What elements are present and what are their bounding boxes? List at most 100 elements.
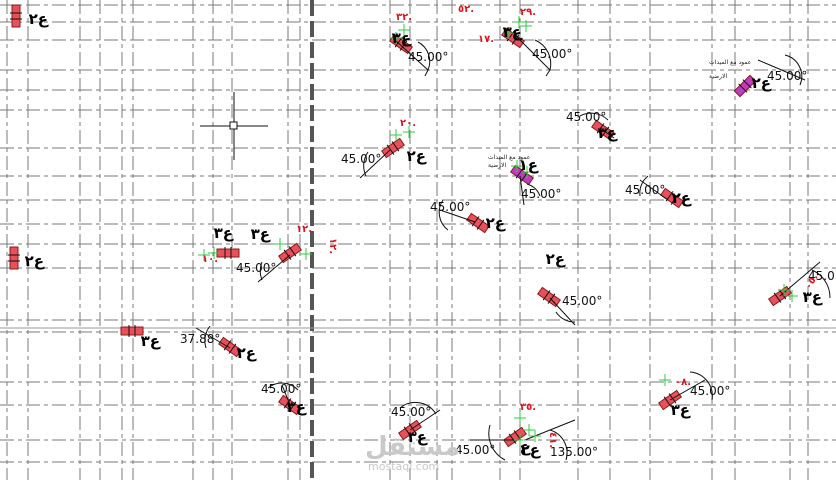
red-annotation: ٣٢. [396,12,412,23]
column-body [11,4,21,28]
watermark-brand: مستقل [365,432,460,462]
element-tag: ع٢ [752,74,772,92]
column-tick [283,249,292,260]
element-tag: ع٣ [251,225,271,243]
dimension-label: 45.00° [391,405,431,419]
red-annotation: ٣٥. [520,402,536,413]
column-element[interactable] [277,242,303,264]
element-tag: ع٢ [407,147,427,165]
snap-marker [390,32,402,44]
snap-marker [513,16,525,28]
red-annotation: ١٧. [478,34,494,45]
note-text: الارضية [488,162,506,169]
column-tick [386,144,395,155]
element-tag: ع٢ [25,252,45,270]
red-annotation: ١٢. [296,224,312,235]
red-annotation: ٠٨. [675,377,691,388]
column-tick [670,194,679,205]
column-body [465,212,491,234]
column-tick [547,293,556,304]
column-element[interactable] [120,325,144,337]
snap-marker [398,24,410,36]
snap-marker [786,290,798,302]
element-tag: ع٢ [237,344,257,362]
column-tick [403,426,412,437]
column-element[interactable] [388,33,414,55]
column-element[interactable] [465,212,491,234]
column-tick [399,40,408,51]
dimension-label: 45.00° [767,69,807,83]
column-tick [663,396,672,407]
column-tick [476,219,485,230]
column-element[interactable] [217,336,243,358]
red-annotation: ٢٩. [520,7,536,18]
column-body [9,246,19,270]
column-body [536,286,562,308]
snap-marker [659,374,671,386]
dimension-label: 45.00° [455,443,495,457]
column-element[interactable] [216,247,240,259]
snap-markers [198,16,798,446]
column-body [216,248,240,258]
snap-marker [390,129,402,141]
watermark-url: mostaql.com [368,460,439,473]
snap-marker [274,238,286,250]
snap-marker [523,424,535,436]
dimension-label: 45.00° [236,261,276,275]
element-tag: ع٢ [486,214,506,232]
snap-marker [208,247,220,259]
column-tick [391,141,400,152]
snap-marker [198,249,210,261]
column-tick [394,37,403,48]
crosshair-cursor-icon [200,92,268,160]
column-elements [8,4,793,448]
dimension-label: 135.00° [550,445,598,459]
red-annotation: ١٠. [202,254,218,265]
red-annotation: ٢٠. [400,118,416,129]
snap-marker [300,248,312,260]
dimension-label: 45.00° [566,110,606,124]
dimension-labels: 45.00° 45.00° 45.00° 45.00° 45.00° 45.00° 45.0… [180,47,835,459]
snap-marker [520,20,532,32]
dimension-label: 45.00° [521,187,561,201]
column-tick [283,398,292,409]
column-element[interactable] [10,4,22,28]
column-body [277,242,303,264]
column-tick [508,433,517,444]
column-tick [223,340,232,351]
highlighted-column-element[interactable] [733,74,757,98]
note-text: الارضية [709,73,727,80]
dimension-label: 45.00° [562,294,602,308]
element-tag: ع٣ [392,29,412,47]
element-tag: ع٣ [214,224,234,242]
element-tag: ع١ [519,156,539,174]
element-tag: ع٣ [287,398,307,416]
column-tick [511,34,520,45]
element-tag: ع٣ [141,332,161,350]
column-tick [738,83,748,93]
column-tick [228,343,237,354]
column-body [659,187,685,209]
element-tag: ع٣ [598,124,618,142]
element-tag: ع٣ [803,288,823,306]
snap-marker [511,160,523,172]
red-annotation: ١٢. [327,238,338,254]
column-body [733,74,757,98]
column-tick [288,401,297,412]
dimension-label: 45.00° [532,47,572,61]
element-tag: ع٢ [672,189,692,207]
red-annotations: ٣٢.٥٢.٢٩.١٧.٢٠.١٠.١٢.١٢.٠٥.٠٨.٣٥.٤١. [202,4,821,448]
element-tag: ع٢ [29,10,49,28]
dimension-label: 45.0 [808,269,835,283]
column-element[interactable] [536,286,562,308]
element-tag: ع٣ [408,428,428,446]
column-tick [542,290,551,301]
column-element[interactable] [8,246,20,270]
note-text: عمود مع الميدات [488,154,530,161]
element-tag: ع٣ [503,23,523,41]
